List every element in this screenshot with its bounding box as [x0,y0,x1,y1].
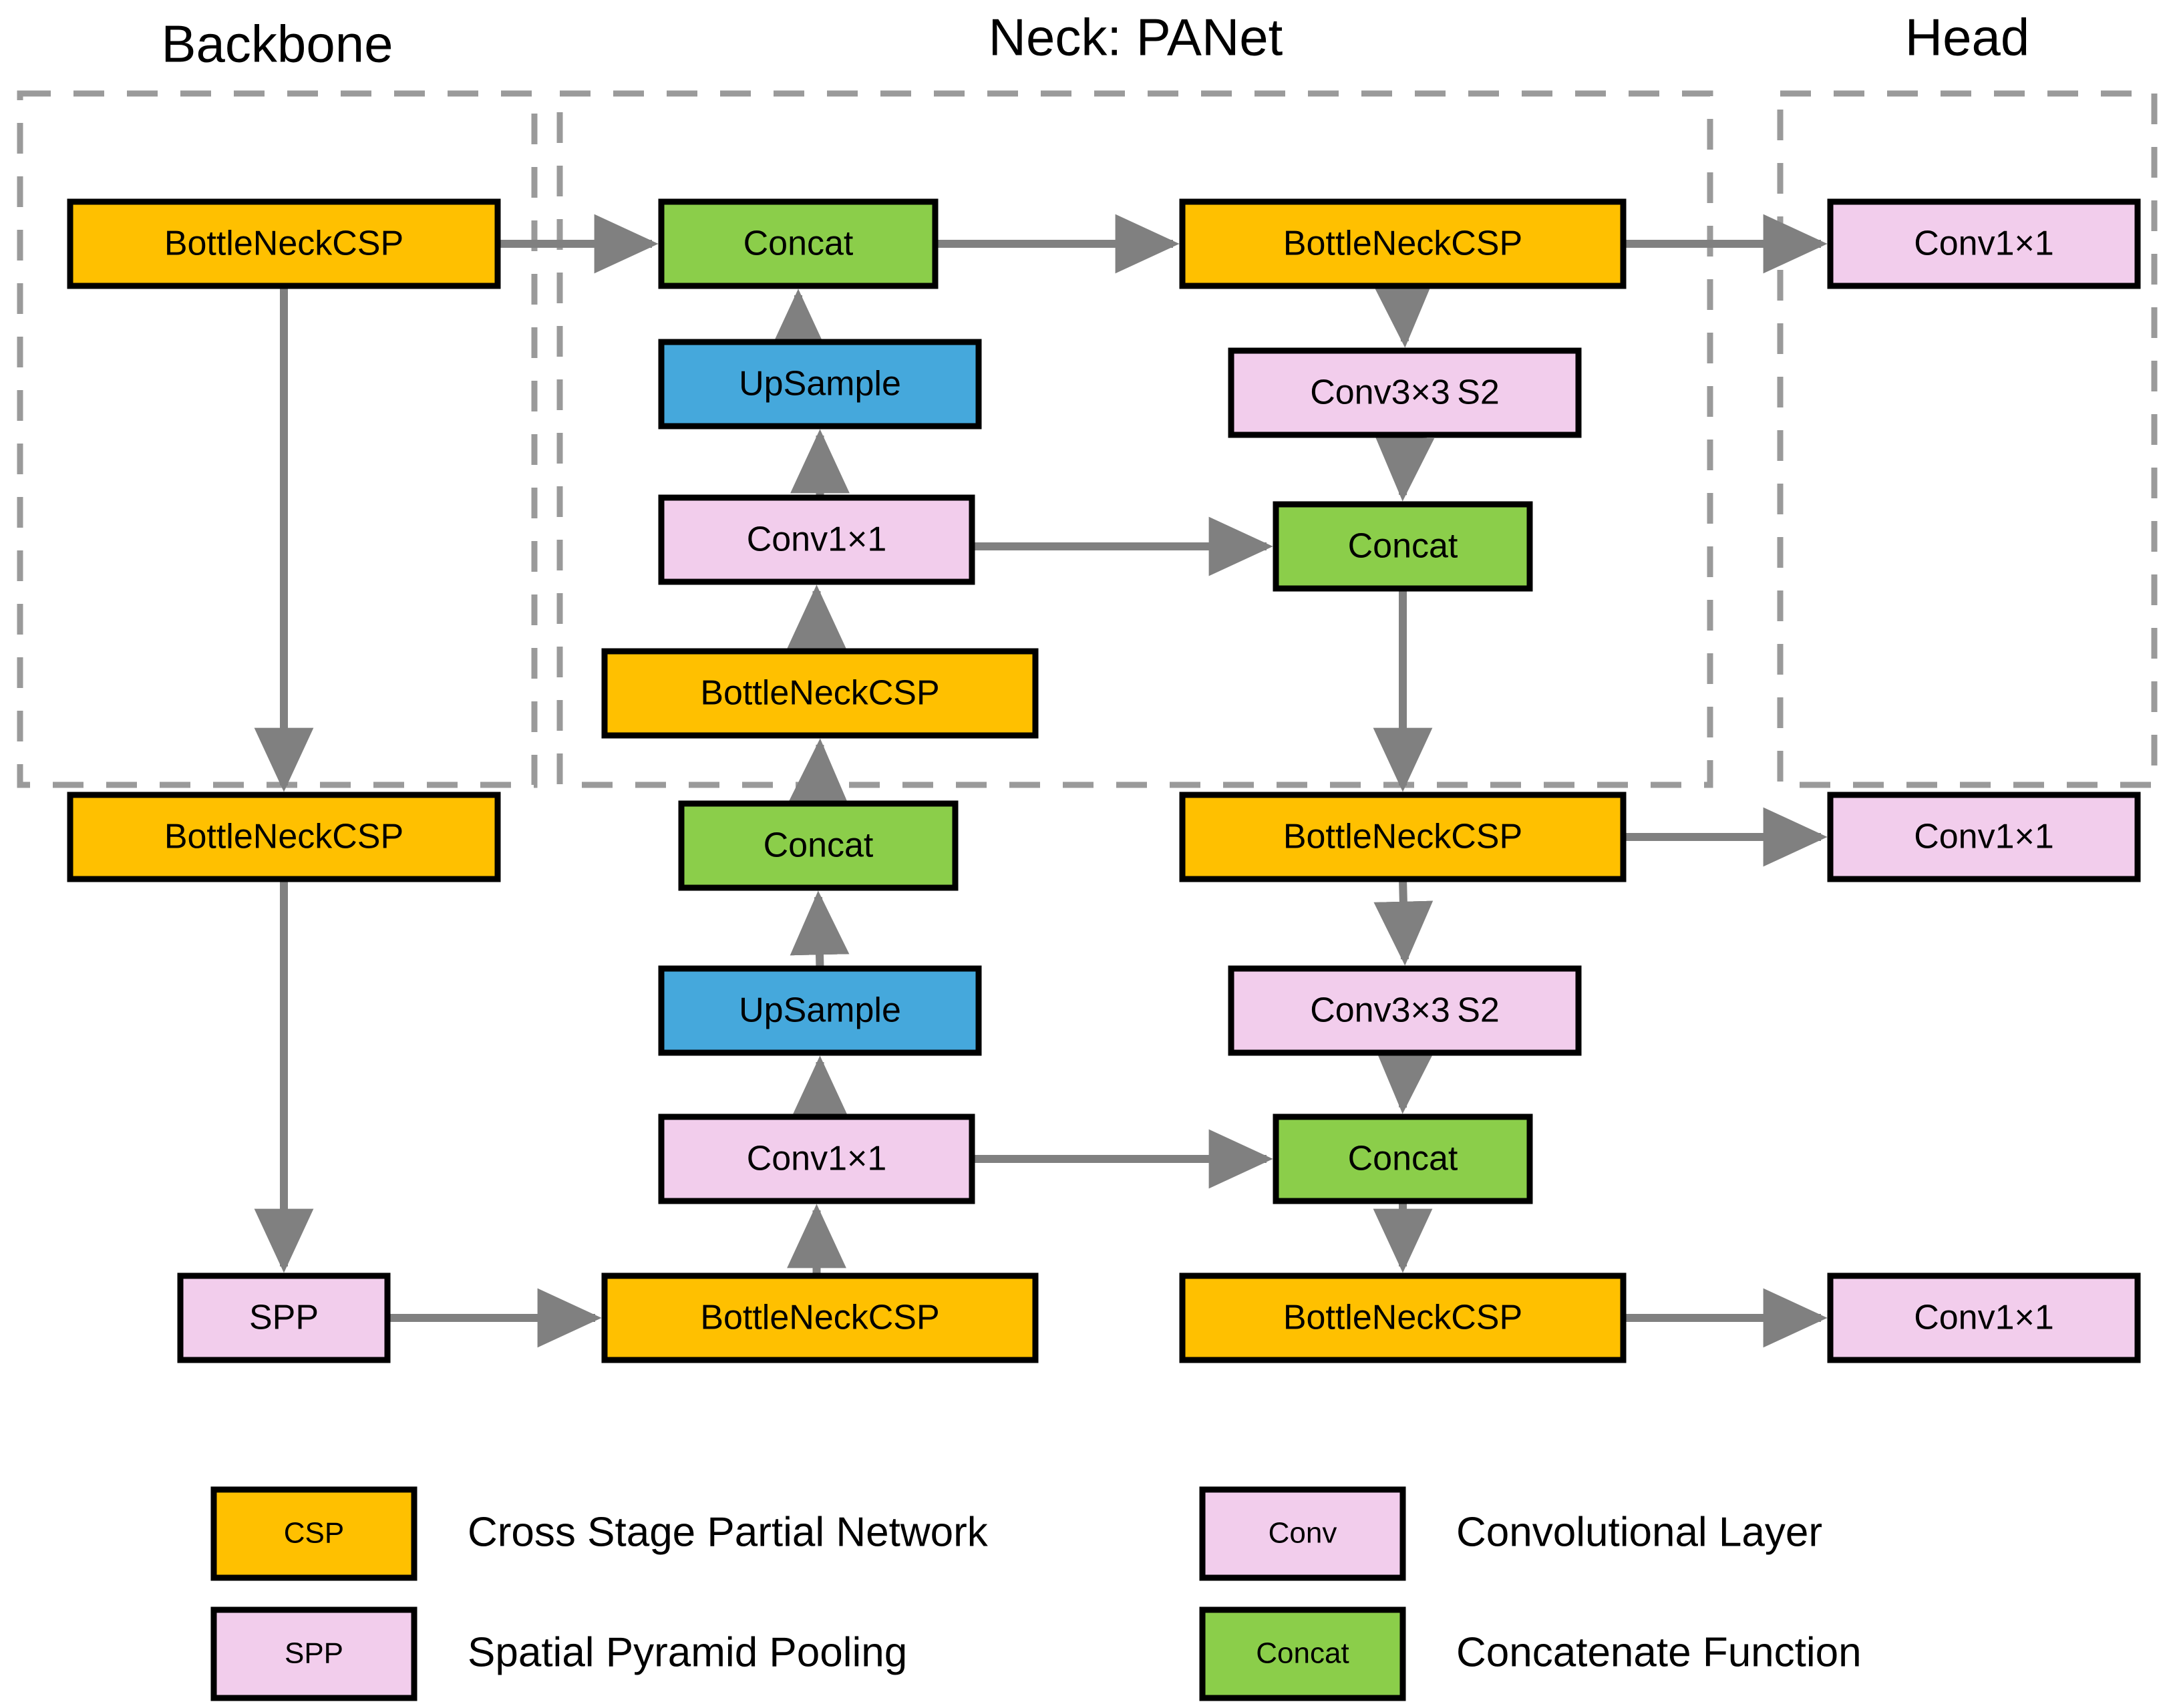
node-box-conv [177,1272,391,1363]
node-box-concat [1273,1114,1533,1204]
legend-spp-description: Spatial Pyramid Pooling [468,1629,907,1675]
node-label: Concat [764,826,874,865]
node-nk-conv3-1[interactable]: Conv3×3 S2 [1228,347,1582,438]
section-container-neck [556,90,1713,788]
node-label: UpSample [739,991,901,1030]
node-box-csp [601,1272,1039,1363]
node-nk-concat-1[interactable]: Concat [658,198,939,289]
legend-conv-swatch [1199,1486,1406,1581]
node-label: BottleNeckCSP [1283,1299,1522,1337]
legend-csp: CSP Cross Stage Partial Network [210,1486,989,1581]
node-box-conv [1827,792,2141,882]
connector-nk-up-2-to-nk-concat-2 [790,890,850,969]
node-hd-conv-1[interactable]: Conv1×1 [1827,198,2141,289]
legend-concat-description: Concatenate Function [1456,1629,1862,1675]
node-box-csp [1179,198,1627,289]
legend-concat: Concat Concatenate Function [1199,1606,1862,1701]
node-nk-csp-1[interactable]: BottleNeckCSP [601,648,1039,739]
node-box-conv [658,1114,975,1204]
legend-spp-swatch [210,1606,417,1701]
connector-nk-csp-3-to-nk-conv3-1 [1373,283,1433,348]
legend-spp: SPP Spatial Pyramid Pooling [210,1606,907,1701]
node-label: Conv3×3 S2 [1310,991,1500,1030]
node-layer: BottleNeckCSPBottleNeckCSPSPPConcatUpSam… [67,198,2141,1363]
node-label: UpSample [739,365,901,403]
connector-nk-conv3-2-to-nk-concat-4 [1375,1049,1435,1114]
section-title-head: Head [1905,8,2029,67]
node-box-conv [1827,198,2141,289]
node-box-conv [1827,1272,2141,1363]
node-hd-conv-2[interactable]: Conv1×1 [1827,792,2141,882]
node-label: Conv1×1 [1914,818,2054,856]
node-label: Conv3×3 S2 [1310,373,1500,412]
node-nk-concat-2[interactable]: Concat [678,800,959,891]
node-label: BottleNeckCSP [1283,224,1522,263]
node-nk-conv-2[interactable]: Conv1×1 [658,1114,975,1204]
node-nk-csp-5[interactable]: BottleNeckCSP [1179,1272,1627,1363]
node-box-concat [678,800,959,891]
node-label: Conv1×1 [747,520,887,559]
legend-csp-description: Cross Stage Partial Network [468,1509,989,1555]
node-box-csp [1179,792,1627,882]
legend-conv-chip-label: Conv [1269,1517,1337,1550]
node-label: Concat [743,224,854,263]
legend-conv: Conv Convolutional Layer [1199,1486,1822,1581]
node-box-csp [1179,1272,1627,1363]
connector-layer [254,214,1828,1348]
node-bb-csp-1[interactable]: BottleNeckCSP [67,198,501,289]
node-nk-concat-4[interactable]: Concat [1273,1114,1533,1204]
node-label: BottleNeckCSP [164,224,403,263]
legend-spp-chip-label: SPP [285,1637,343,1670]
node-nk-conv3-2[interactable]: Conv3×3 S2 [1228,965,1582,1056]
connector-nk-concat-2-to-nk-csp-1 [788,738,848,804]
legend-conv-description: Convolutional Layer [1456,1509,1822,1555]
node-label: BottleNeckCSP [700,674,939,713]
node-box-csp [601,648,1039,739]
node-label: SPP [249,1299,319,1337]
node-nk-up-2[interactable]: UpSample [658,965,982,1056]
section-title-backbone: Backbone [162,15,393,73]
node-label: BottleNeckCSP [700,1299,939,1337]
node-nk-csp-3[interactable]: BottleNeckCSP [1179,198,1627,289]
section-container-head [1777,90,2158,788]
node-box-conv [1228,347,1582,438]
node-label: BottleNeckCSP [1283,818,1522,856]
node-box-conv [658,494,975,585]
node-bb-csp-2[interactable]: BottleNeckCSP [67,792,501,882]
connector-nk-conv3-1-to-nk-concat-3 [1375,434,1435,502]
node-box-csp [67,792,501,882]
node-nk-csp-2[interactable]: BottleNeckCSP [601,1272,1039,1363]
section-title-neck: Neck: PANet [989,8,1283,67]
node-box-concat [1273,501,1533,592]
node-bb-spp[interactable]: SPP [177,1272,391,1363]
node-label: Conv1×1 [1914,224,2054,263]
legend-csp-swatch [210,1486,417,1581]
node-label: Concat [1348,1140,1458,1178]
node-box-upsample [658,339,982,430]
section-titles: Backbone Neck: PANet Head [162,8,2030,73]
legend-concat-chip-label: Concat [1256,1637,1349,1670]
section-containers [17,90,2158,788]
node-box-csp [67,198,501,289]
section-container-backbone [17,90,538,788]
node-box-conv [1228,965,1582,1056]
node-nk-csp-4[interactable]: BottleNeckCSP [1179,792,1627,882]
node-nk-concat-3[interactable]: Concat [1273,501,1533,592]
node-nk-up-1[interactable]: UpSample [658,339,982,430]
node-nk-conv-1[interactable]: Conv1×1 [658,494,975,585]
legend-concat-swatch [1199,1606,1406,1701]
legend-csp-chip-label: CSP [284,1517,344,1550]
node-label: Conv1×1 [1914,1299,2054,1337]
connector-nk-csp-4-to-nk-conv3-2 [1373,878,1434,966]
node-label: Concat [1348,527,1458,566]
node-box-upsample [658,965,982,1056]
node-label: Conv1×1 [747,1140,887,1178]
node-label: BottleNeckCSP [164,818,403,856]
node-hd-conv-3[interactable]: Conv1×1 [1827,1272,2141,1363]
node-box-concat [658,198,939,289]
